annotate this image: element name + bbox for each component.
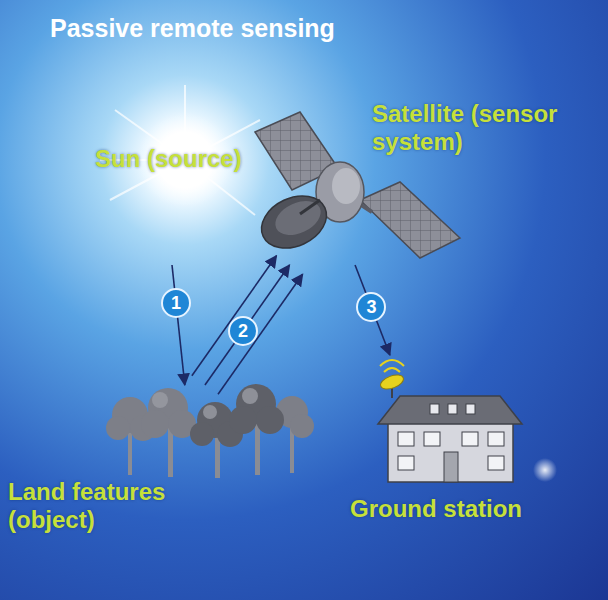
node-label: Satellite (sensor system): [372, 100, 587, 155]
callout-number: 3: [356, 292, 386, 322]
ray-line: [205, 265, 290, 385]
station-node: Ground station: [345, 355, 600, 545]
node-label: Sun (source): [95, 145, 242, 173]
glint: [533, 458, 557, 482]
callout-number: 1: [161, 288, 191, 318]
ray-line: [172, 265, 185, 385]
ground-station: [378, 360, 522, 482]
node-label: Ground station: [350, 495, 522, 523]
ray-line: [355, 265, 390, 355]
callout-number: 2: [228, 316, 258, 346]
radiation-arrow: [355, 265, 390, 355]
radiation-arrow: [172, 265, 185, 385]
title: Passive remote sensing: [50, 14, 335, 43]
ray-line: [192, 256, 277, 376]
node-label: Land features (object): [8, 478, 198, 533]
ray-line: [218, 274, 303, 394]
trees: [106, 384, 314, 478]
satellite-node: Satellite (sensor system): [255, 95, 600, 265]
sun-node: Sun (source): [95, 115, 270, 265]
land-node: Land features (object): [5, 385, 315, 545]
radiation-arrow: [192, 256, 303, 394]
